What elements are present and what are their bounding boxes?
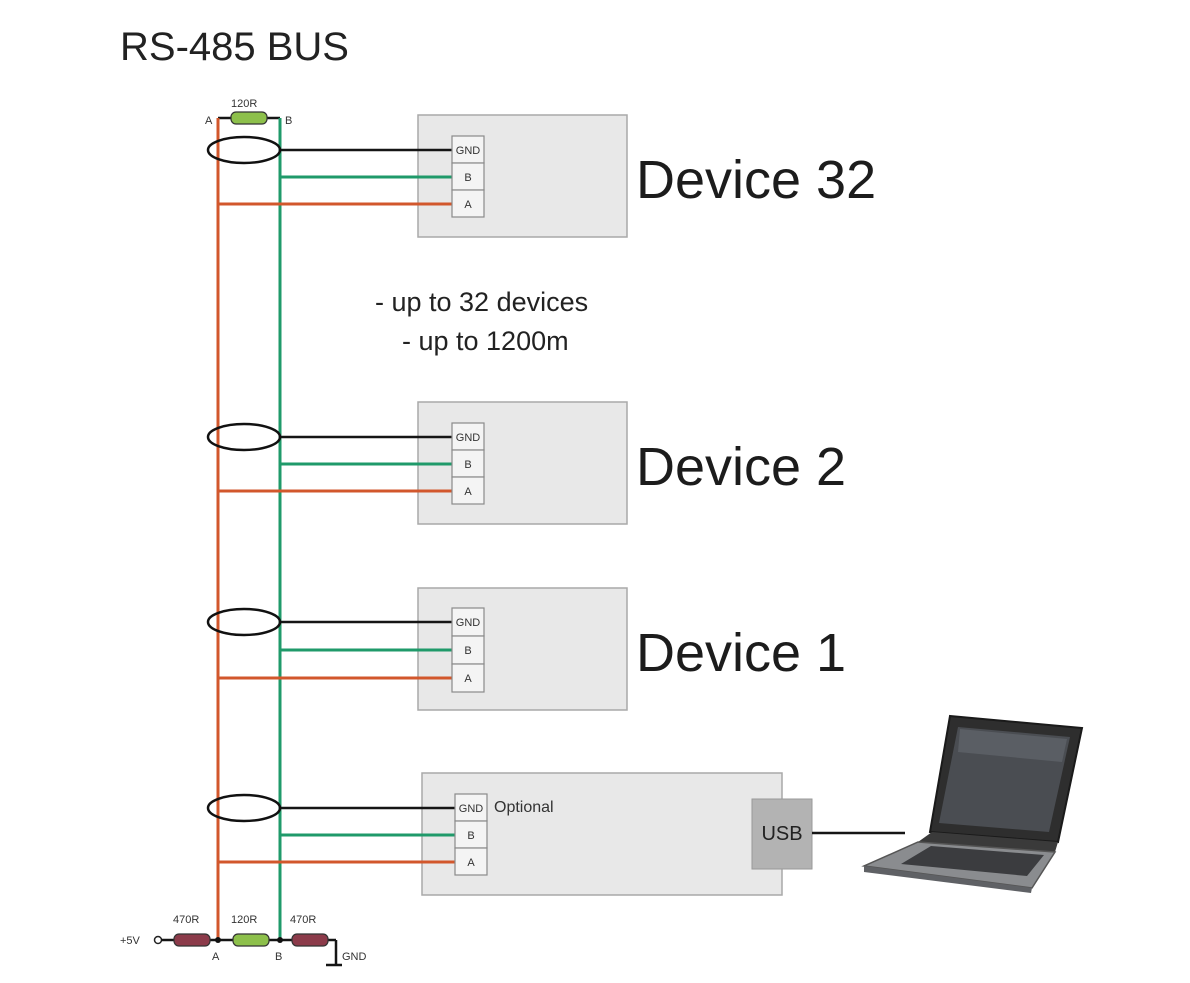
terminal-gnd: [451, 607, 485, 637]
pulldown-label: 470R: [290, 914, 316, 926]
terminal-a-label: A: [467, 857, 475, 869]
terminal-gnd: [451, 422, 485, 451]
terminal-a-label: A: [464, 673, 472, 685]
terminal-a-label: A: [464, 486, 472, 498]
terminal-a: [451, 189, 485, 218]
terminal-a-label: A: [464, 199, 472, 211]
terminal-gnd-label: GND: [456, 617, 481, 629]
junction-b: [277, 937, 283, 943]
top-line-b-label: B: [285, 115, 292, 127]
note-device-count: - up to 32 devices: [375, 287, 588, 317]
cable-ring: [206, 607, 282, 637]
resistor-icon: [230, 111, 268, 125]
terminal-gnd-label: GND: [459, 803, 484, 815]
top-terminator-label: 120R: [231, 98, 257, 110]
terminal-b: [451, 449, 485, 478]
line-a-label: A: [212, 951, 220, 963]
device-label: Device 2: [636, 437, 846, 497]
terminal-b: [451, 162, 485, 191]
cable-ring: [206, 422, 282, 452]
device-label: Device 32: [636, 150, 876, 210]
resistor-icon: [291, 933, 329, 947]
terminal-gnd: [454, 793, 488, 822]
junction-a: [215, 937, 221, 943]
top-line-a-label: A: [205, 115, 213, 127]
bias-network: +5V 470R 120R 470R A B GND: [120, 914, 367, 967]
terminal-b-label: B: [464, 172, 471, 184]
terminal-a: [454, 847, 488, 876]
laptop-icon: [861, 714, 1084, 893]
device-label: Device 1: [636, 623, 846, 683]
cable-ring: [206, 793, 282, 823]
device-2: GND B A Device 2: [206, 401, 846, 525]
device-1: GND B A Device 1: [206, 587, 846, 711]
resistor-icon: [173, 933, 211, 947]
terminal-b-label: B: [464, 645, 471, 657]
usb-port: [751, 798, 813, 870]
terminal-a: [451, 663, 485, 693]
terminal-b-label: B: [467, 830, 474, 842]
terminal-a: [451, 476, 485, 505]
device-32: GND B A Device 32: [206, 114, 876, 238]
terminator-label: 120R: [231, 914, 257, 926]
terminal-b-label: B: [464, 459, 471, 471]
pullup-label: 470R: [173, 914, 199, 926]
top-terminator: 120R A B: [205, 98, 292, 127]
usb-converter: GND B A Optional USB: [206, 772, 905, 896]
terminal-gnd-label: GND: [456, 145, 481, 157]
cable-ring: [206, 135, 282, 165]
supply-label: +5V: [120, 935, 141, 947]
terminal-gnd-label: GND: [456, 432, 481, 444]
resistor-icon: [232, 933, 270, 947]
usb-label: USB: [761, 823, 802, 845]
note-cable-length: - up to 1200m: [402, 326, 569, 356]
line-b-label: B: [275, 951, 282, 963]
optional-label: Optional: [494, 799, 554, 816]
supply-terminal: [153, 935, 163, 945]
diagram-title: RS-485 BUS: [120, 25, 349, 69]
ground-label: GND: [342, 951, 367, 963]
